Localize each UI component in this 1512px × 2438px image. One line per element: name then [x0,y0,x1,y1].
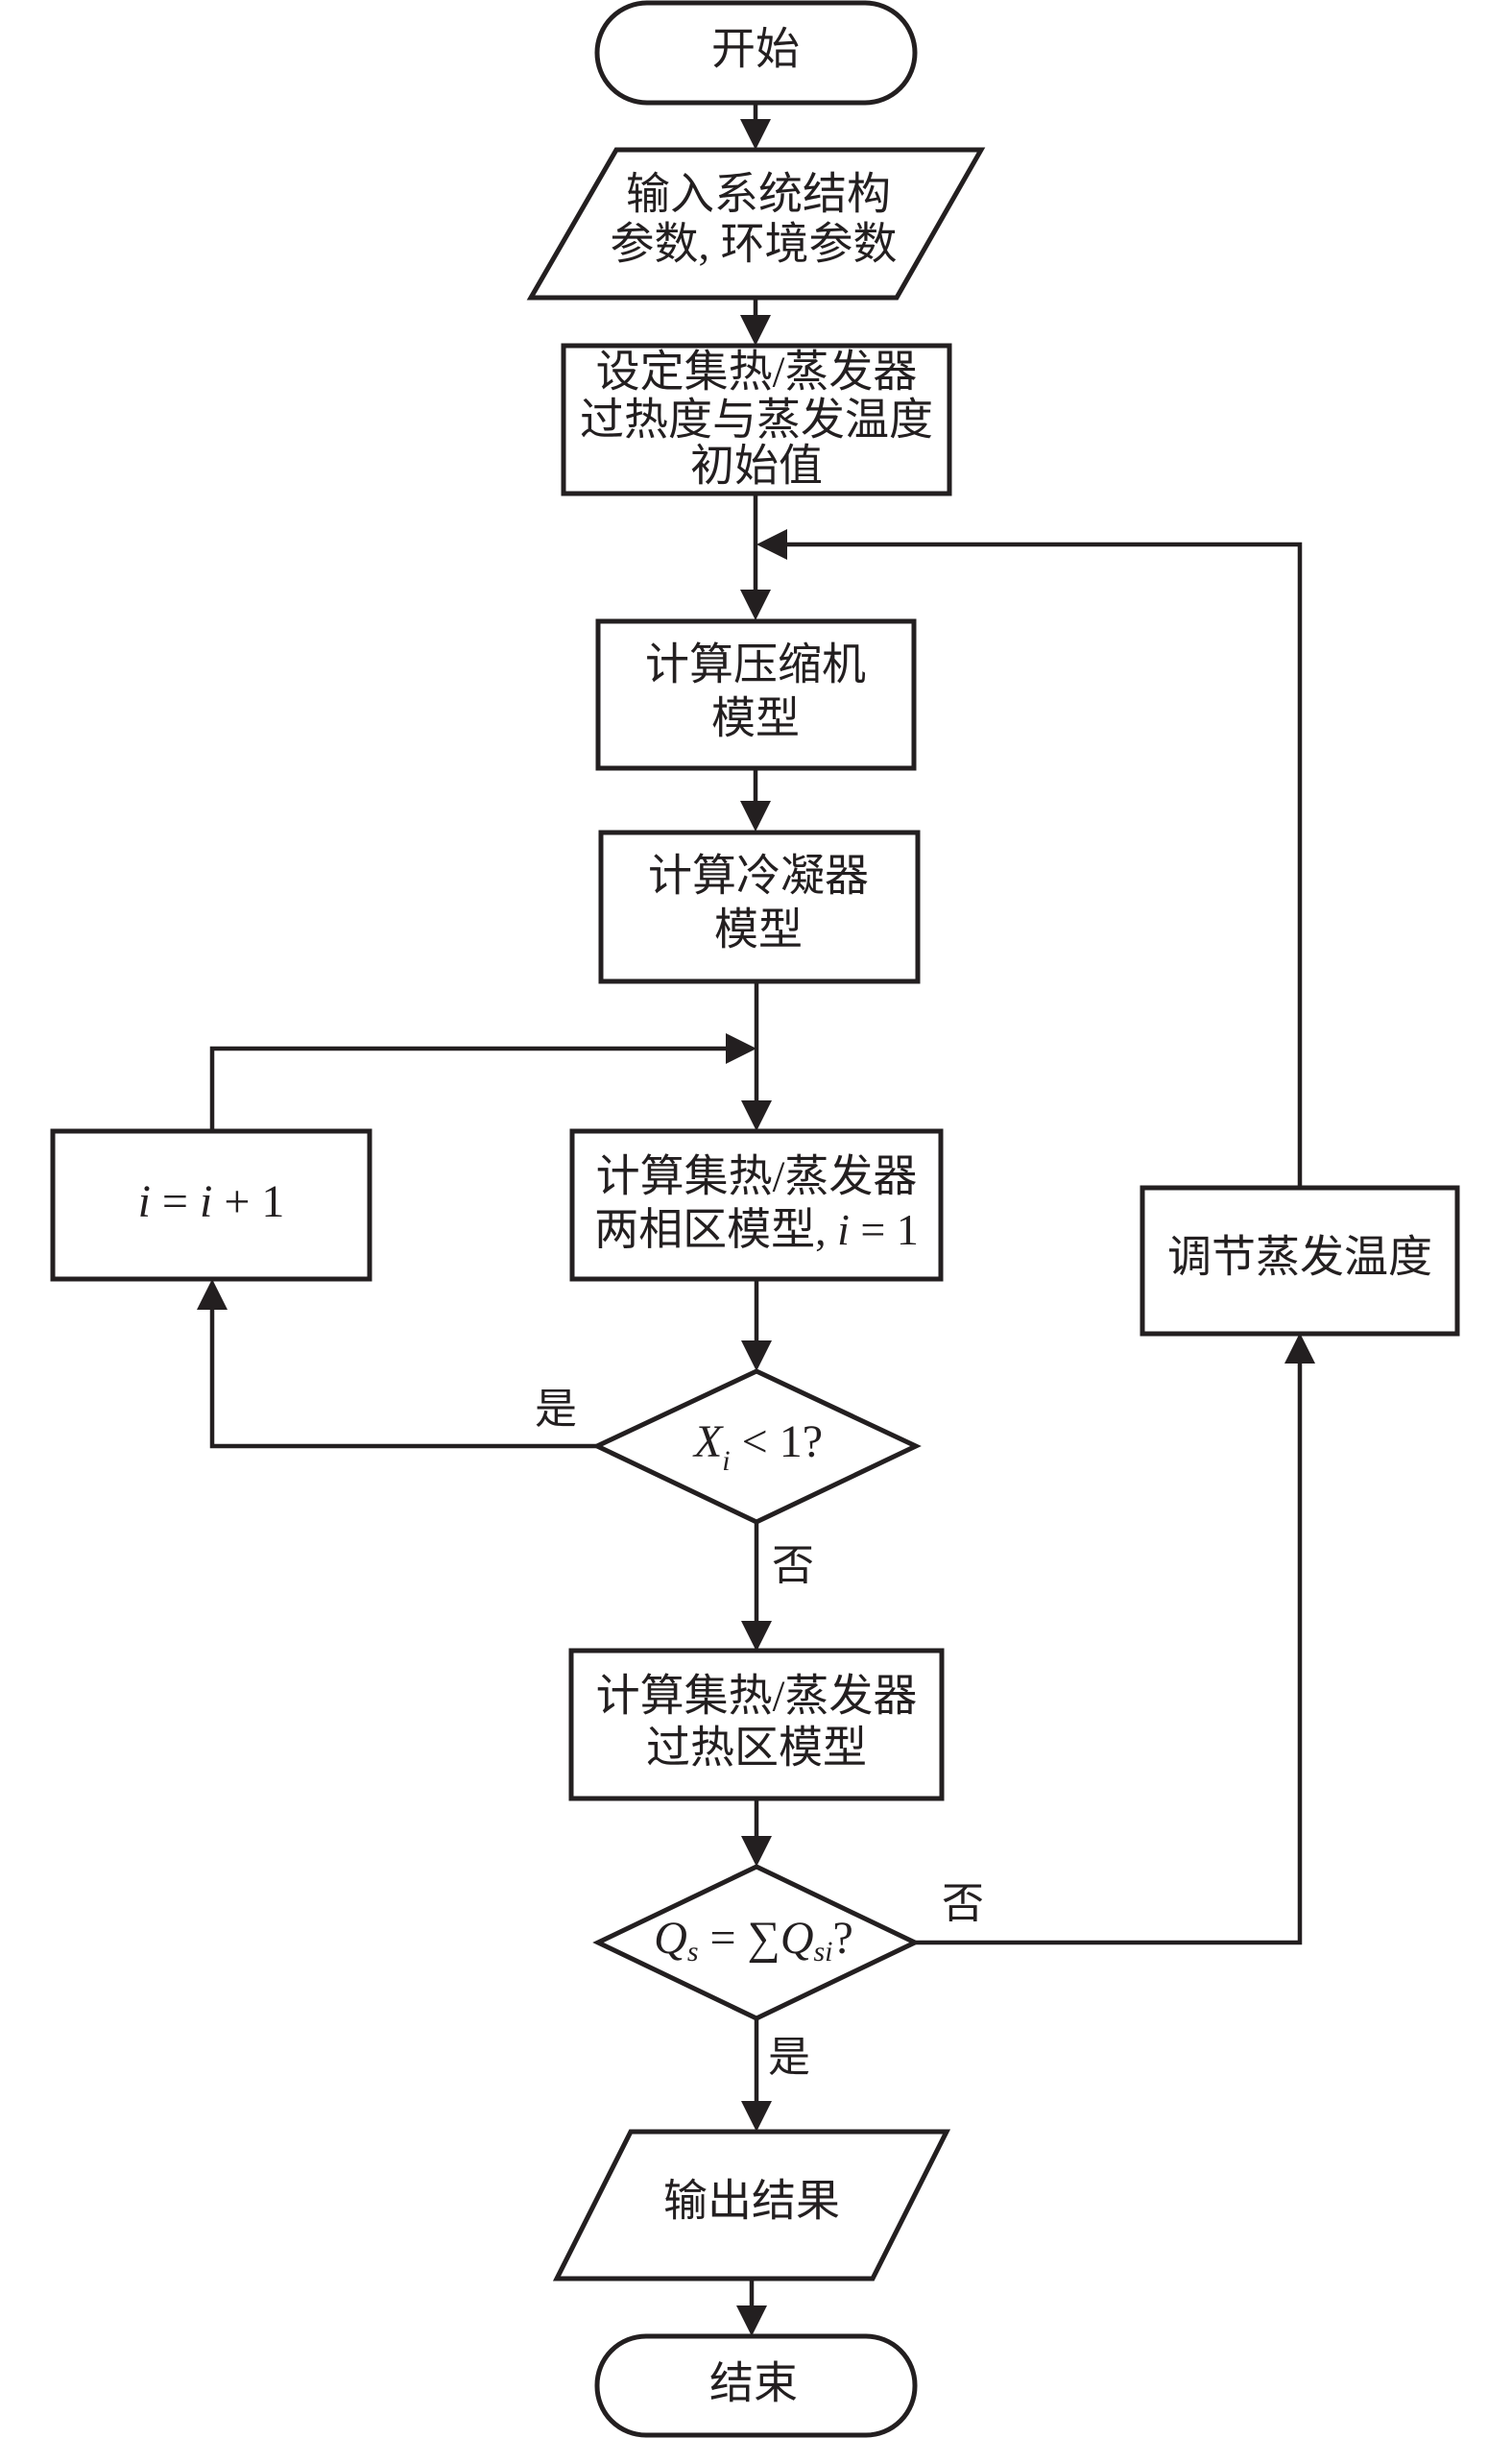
process-shape [569,1128,944,1282]
var-i: i [200,1176,212,1227]
node-two-phase: 计算集热/蒸发器 两相区模型, i = 1 [569,1128,944,1282]
arrowhead-down [736,2305,767,2336]
node-init: 设定集热/蒸发器 过热度与蒸发温度 初始值 [561,343,952,496]
arrowhead-down [740,801,771,832]
terminator-shape [594,2333,918,2438]
two-phase-text: 两相区模型, [594,1205,837,1254]
var-q: Q [780,1913,814,1964]
arrowhead-down [740,590,771,620]
edge-increment-twophase [209,1046,730,1131]
arrowhead-down [741,1621,772,1652]
node-init-line-1: 设定集热/蒸发器 [596,348,918,397]
node-end: 结束 [594,2333,918,2438]
node-condenser: 计算冷凝器 模型 [598,830,921,984]
sub-s: s [687,1936,699,1967]
op-plus-one: + 1 [212,1176,284,1227]
node-two-phase-line-2: 两相区模型, i = 1 [594,1205,919,1254]
process-shape [568,1648,945,1801]
edge-label-x-yes: 是 [535,1386,577,1433]
equals-one: = 1 [850,1205,919,1254]
node-input-line-2: 参数, 环境参数 [611,220,898,269]
node-compressor: 计算压缩机 模型 [595,618,917,771]
arrowhead-down [740,315,771,346]
edge-decisionx-increment [209,1308,597,1449]
var-i: i [138,1176,151,1227]
var-i: i [837,1205,850,1254]
arrowhead-right [726,1033,756,1064]
node-compressor-line-1: 计算压缩机 [645,640,866,689]
node-output-label: 输出结果 [663,2177,840,2226]
question-mark: ? [833,1913,853,1964]
edge-label-x-no: 否 [772,1542,814,1589]
edge-adjust-compressor [785,542,1303,1188]
arrowhead-up [1284,1333,1315,1364]
node-decision-q-formula: Qs = ∑Qsi? [654,1913,853,1967]
process-shape [595,618,917,771]
node-output: 输出结果 [552,2129,951,2281]
node-decision-x-formula: Xi < 1? [692,1416,823,1477]
arrowhead-down [741,1836,772,1867]
node-increment: i = i + 1 [50,1128,372,1282]
arrowhead-down [740,119,771,150]
edge-decisionq-adjust [915,1360,1303,1945]
process-shape [1140,1185,1460,1337]
node-init-line-3: 初始值 [690,442,823,491]
less-than-one: < 1? [731,1416,823,1467]
node-start-label: 开始 [711,25,800,74]
var-x: X [692,1416,724,1467]
process-shape [561,343,952,496]
arrowhead-down [741,1340,772,1371]
edge-label-q-yes: 是 [768,2034,810,2081]
sub-si: si [814,1936,833,1967]
node-condenser-line-1: 计算冷凝器 [648,852,869,901]
op-equals: = [151,1176,200,1227]
arrowhead-down [741,1100,772,1131]
process-shape [50,1128,372,1282]
arrowhead-up [197,1279,228,1310]
node-init-line-2: 过热度与蒸发温度 [580,396,933,445]
io-shape [552,2129,951,2281]
node-start: 开始 [594,0,918,106]
node-two-phase-line-1: 计算集热/蒸发器 [596,1152,918,1201]
terminator-shape [594,0,918,106]
node-end-label: 结束 [709,2359,798,2408]
node-input: 输入系统结构 参数, 环境参数 [526,147,986,301]
node-compressor-line-2: 模型 [711,694,800,743]
sub-i: i [722,1445,730,1477]
node-adjust-label: 调节蒸发温度 [1167,1233,1432,1282]
node-increment-formula: i = i + 1 [138,1176,285,1227]
node-decision-x: Xi < 1? [591,1368,922,1525]
var-q: Q [654,1913,687,1964]
equals-sum: = ∑ [699,1913,780,1964]
decision-shape [591,1368,922,1525]
process-shape [598,830,921,984]
edge-label-q-no: 否 [942,1880,984,1927]
node-superheat-line-2: 过热区模型 [646,1724,867,1773]
io-shape [526,147,986,301]
node-condenser-line-2: 模型 [714,905,803,954]
node-input-line-1: 输入系统结构 [626,170,891,219]
node-decision-q: Qs = ∑Qsi? [592,1864,921,2021]
node-adjust: 调节蒸发温度 [1140,1185,1460,1337]
decision-shape [592,1864,921,2021]
connectors [197,103,1315,2336]
arrowhead-left [756,529,787,560]
node-superheat: 计算集热/蒸发器 过热区模型 [568,1648,945,1801]
node-superheat-line-1: 计算集热/蒸发器 [596,1672,918,1721]
arrowhead-down [741,2101,772,2132]
